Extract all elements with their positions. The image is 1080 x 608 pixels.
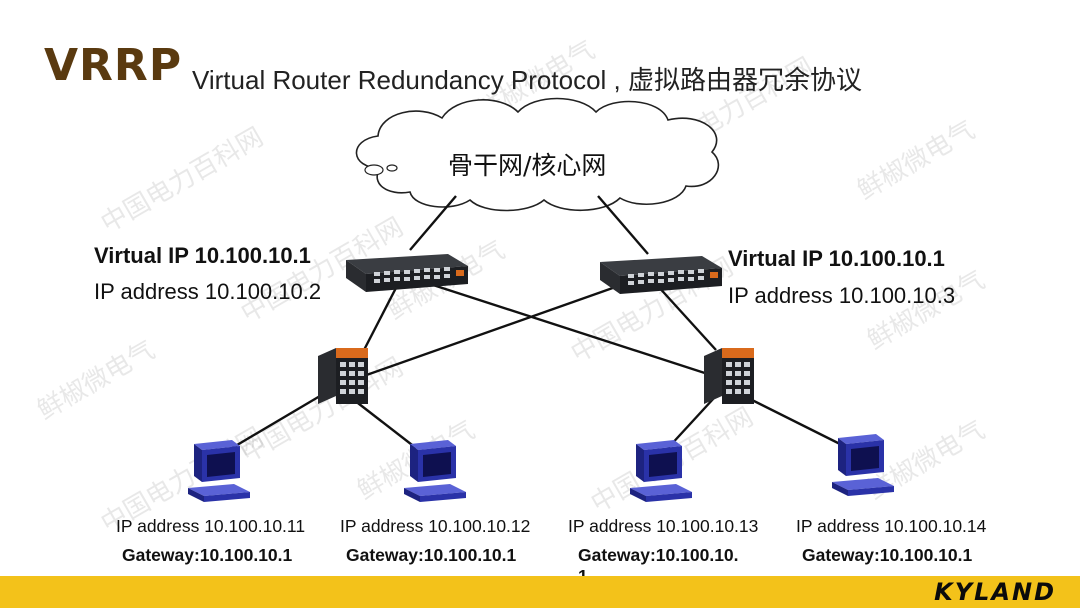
link-router-right-switch-right xyxy=(655,283,717,351)
access-switch-left xyxy=(318,348,368,404)
router-left-virtual-ip: Virtual IP 10.100.10.1 xyxy=(94,243,311,268)
router-right xyxy=(600,256,722,294)
host-computer-2 xyxy=(404,440,466,502)
link-switch-right-host-4 xyxy=(743,394,849,450)
page-title: Virtual Router Redundancy Protocol , 虚拟路… xyxy=(192,65,862,95)
link-cloud-router-left xyxy=(409,195,457,251)
link-router-left-switch-right xyxy=(429,282,715,378)
host-1-gateway: Gateway:10.100.10.1 xyxy=(122,545,293,565)
network-links xyxy=(231,195,849,450)
host-computer-3 xyxy=(630,440,692,502)
link-router-left-switch-left xyxy=(362,283,400,351)
host-4-ip: IP address 10.100.10.14 xyxy=(796,516,987,536)
link-cloud-router-right xyxy=(597,195,649,255)
host-2-ip: IP address 10.100.10.12 xyxy=(340,516,531,536)
link-switch-right-host-3 xyxy=(667,397,715,449)
link-switch-left-host-2 xyxy=(353,399,417,449)
host-computer-1 xyxy=(188,440,250,502)
router-left-ip-address: IP address 10.100.10.2 xyxy=(94,279,322,304)
router-right-ip-address: IP address 10.100.10.3 xyxy=(728,283,956,308)
host-computer-4 xyxy=(832,434,894,496)
brand-logo: KYLAND xyxy=(934,578,1056,606)
host-3-ip: IP address 10.100.10.13 xyxy=(568,516,759,536)
host-2-gateway: Gateway:10.100.10.1 xyxy=(346,545,517,565)
router-right-virtual-ip: Virtual IP 10.100.10.1 xyxy=(728,246,945,271)
footer-bar xyxy=(0,576,1080,608)
link-switch-left-host-1 xyxy=(231,394,321,450)
router-left xyxy=(346,254,468,292)
access-switch-right xyxy=(704,348,754,404)
page-title-acronym: VRRP xyxy=(44,40,183,91)
link-router-right-switch-left xyxy=(357,282,625,380)
host-1-ip: IP address 10.100.10.11 xyxy=(116,516,306,536)
cloud-label: 骨干网/核心网 xyxy=(448,151,607,180)
backbone-cloud xyxy=(355,97,719,212)
host-4-gateway: Gateway:10.100.10.1 xyxy=(802,545,973,565)
host-3-gateway: Gateway:10.100.10. xyxy=(578,545,739,565)
